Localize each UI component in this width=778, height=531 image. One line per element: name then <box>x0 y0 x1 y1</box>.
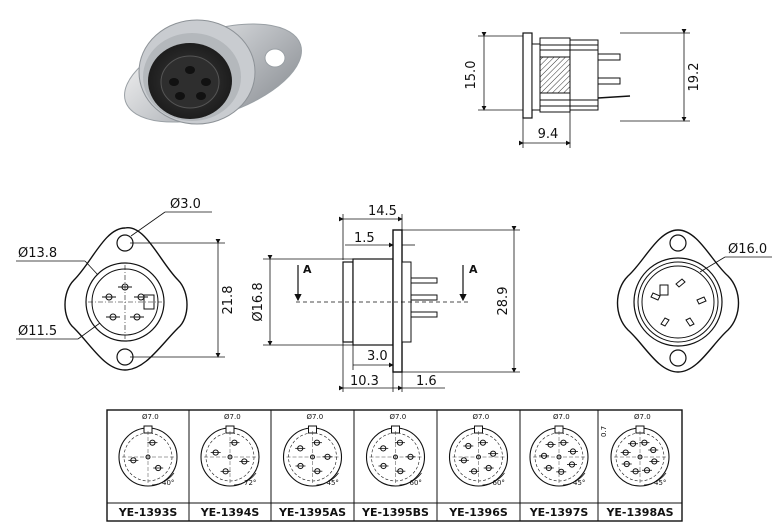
model-name: YE-1395AS <box>278 506 346 519</box>
front-hole-label: Ø3.0 <box>170 197 201 212</box>
pin-layout-cell: Ø7.0 60° YE-1395BS <box>353 410 429 521</box>
angle-arc <box>316 472 339 486</box>
angle-arc <box>643 472 667 486</box>
side-total-height-label: 19.2 <box>687 63 702 92</box>
model-name: YE-1396S <box>448 506 508 519</box>
model-name: YE-1393S <box>118 506 178 519</box>
pitch-label: Ø7.0 <box>307 413 324 421</box>
angle-label: 40° <box>162 479 174 487</box>
section-width-label: 14.5 <box>368 204 397 219</box>
section-inner-depth-label: 3.0 <box>367 349 388 364</box>
rear-outer-label: Ø16.0 <box>728 242 767 257</box>
pitch-label: Ø7.0 <box>634 413 651 421</box>
pitch-label: Ø7.0 <box>224 413 241 421</box>
model-name: YE-1395BS <box>361 506 429 519</box>
side-note-label: 0.7 <box>600 426 608 437</box>
side-view-top: 15.0 19.2 9.4 <box>464 29 702 148</box>
rear-view: Ø16.0 <box>616 229 772 373</box>
pin-layout-cell: Ø7.0 60° YE-1396S <box>436 410 509 521</box>
pin-layout-cell: Ø7.0 40° YE-1393S <box>118 413 178 519</box>
front-inner-label: Ø11.5 <box>18 324 57 339</box>
front-outer-label: Ø13.8 <box>18 246 57 261</box>
angle-arc <box>482 472 505 486</box>
angle-label: 45° <box>654 479 666 487</box>
pitch-label: Ø7.0 <box>390 413 407 421</box>
section-flange-label: 1.5 <box>354 231 375 246</box>
pin-layout-cell: Ø7.0 72° YE-1394S <box>188 410 260 521</box>
side-depth-label: 9.4 <box>538 127 559 142</box>
pin-layout-cell: Ø7.0 45° YE-1397S <box>519 410 589 521</box>
pin-layout-cell: Ø7.0 45° YE-1398AS <box>597 410 674 521</box>
angle-arc <box>233 472 257 486</box>
side-height-label: 15.0 <box>464 61 479 90</box>
angle-label: 72° <box>244 479 256 487</box>
angle-arc <box>562 472 586 486</box>
model-name: YE-1398AS <box>605 506 673 519</box>
pin-layout-table: Ø7.0 40° YE-1393S Ø7.0 72° YE-1394S Ø7.0 45° YE-… <box>106 409 683 522</box>
angle-label: 60° <box>410 479 422 487</box>
pin-layout-cell: Ø7.0 45° YE-1395AS <box>270 410 346 521</box>
angle-arc <box>399 472 422 486</box>
section-diameter-label: Ø16.8 <box>251 282 266 321</box>
angle-arc <box>151 472 175 486</box>
pitch-label: Ø7.0 <box>553 413 570 421</box>
section-height-label: 28.9 <box>496 287 511 316</box>
section-mark-right: A <box>469 263 478 276</box>
model-name: YE-1397S <box>529 506 589 519</box>
section-view: A A 14.5 1.5 Ø16.8 28.9 3.0 10.3 1.6 <box>251 204 520 392</box>
angle-label: 45° <box>573 479 585 487</box>
section-mark-left: A <box>303 263 312 276</box>
front-view: Ø3.0 Ø13.8 Ø11.5 21.8 <box>16 197 236 371</box>
model-name: YE-1394S <box>200 506 260 519</box>
angle-label: 45° <box>327 479 339 487</box>
pitch-label: Ø7.0 <box>473 413 490 421</box>
pitch-label: Ø7.0 <box>142 413 159 421</box>
product-photo <box>124 19 302 125</box>
front-height-label: 21.8 <box>221 286 236 315</box>
angle-label: 60° <box>493 479 505 487</box>
section-pin-label: 1.6 <box>416 374 437 389</box>
section-body-depth-label: 10.3 <box>350 374 379 389</box>
